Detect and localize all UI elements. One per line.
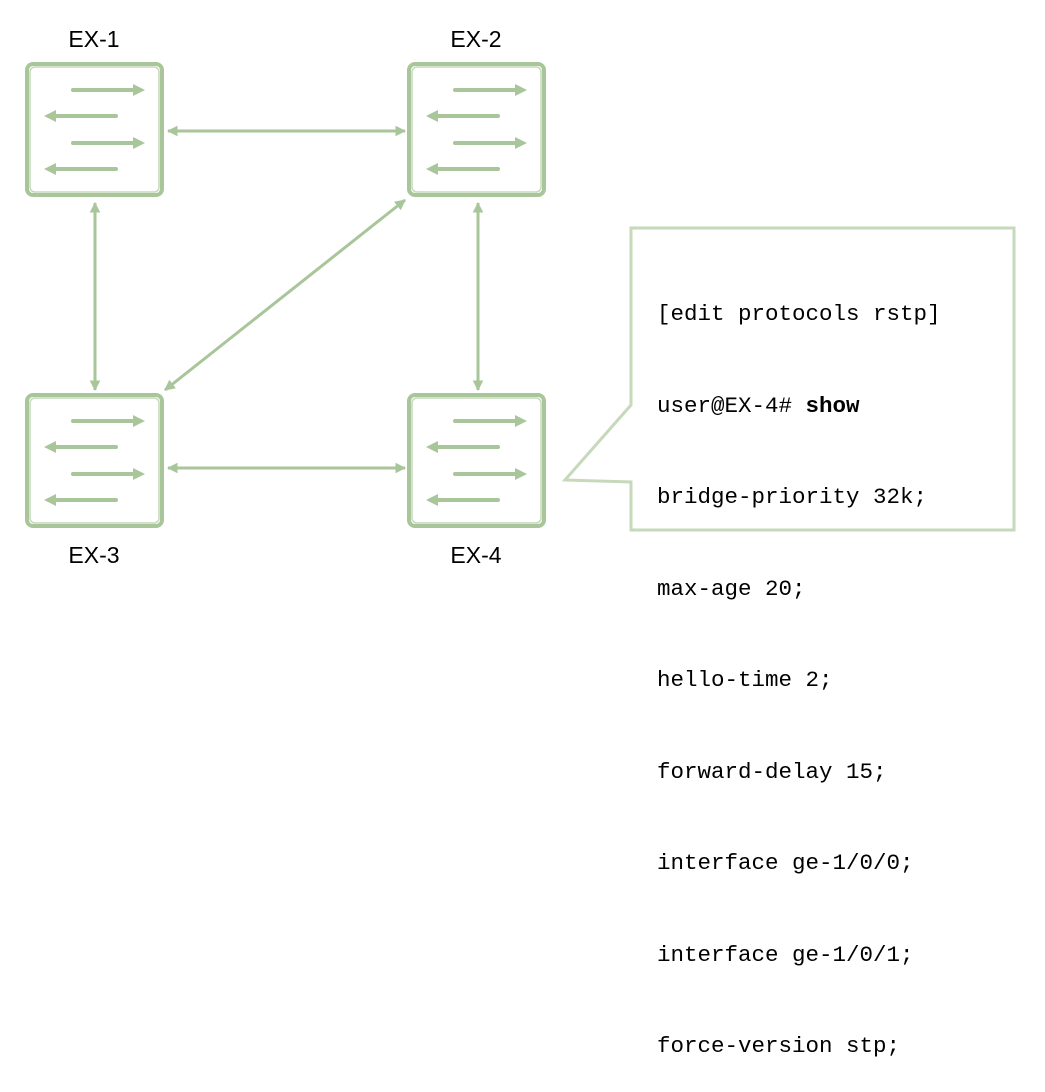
config-command-line: user@EX-4# show xyxy=(657,391,941,422)
switch-icon xyxy=(407,62,546,197)
switch-ex2 xyxy=(407,62,546,197)
switch-arrowhead xyxy=(515,415,527,427)
config-console: [edit protocols rstp] user@EX-4# show br… xyxy=(657,238,941,1092)
config-line: force-version stp; xyxy=(657,1033,901,1059)
config-line: interface ge-1/0/1; xyxy=(657,941,914,968)
switch-arrowhead xyxy=(133,468,145,480)
config-line: forward-delay 15; xyxy=(657,758,887,785)
links xyxy=(89,125,484,474)
switch-frame-inner xyxy=(29,66,160,193)
switch-frame-inner xyxy=(411,397,542,524)
switch-frame-inner xyxy=(411,66,542,193)
config-line: hello-time 2; xyxy=(657,667,833,693)
config-line: max-age 20; xyxy=(657,575,806,602)
switch-icon xyxy=(407,393,546,528)
switch-icon xyxy=(25,393,164,528)
switch-arrowhead xyxy=(426,163,438,175)
switch-arrowhead xyxy=(426,110,438,122)
switch-ex4 xyxy=(407,393,546,528)
switch-ex3 xyxy=(25,393,164,528)
switch-arrowhead xyxy=(515,137,527,149)
switch-label-ex4: EX-4 xyxy=(450,542,502,568)
switch-arrowhead xyxy=(44,163,56,175)
link-ex2-ex3 xyxy=(164,198,406,392)
switch-arrowhead xyxy=(44,110,56,122)
switch-frame-inner xyxy=(29,397,160,524)
switch-arrowhead xyxy=(426,441,438,453)
switch-arrowhead xyxy=(515,84,527,96)
switch-arrowhead xyxy=(515,468,527,480)
config-callout xyxy=(561,226,1016,532)
switch-icon xyxy=(25,62,164,197)
config-command: show xyxy=(805,392,860,419)
config-context: [edit protocols rstp] xyxy=(657,301,941,327)
network-diagram xyxy=(25,62,1016,532)
switch-arrowhead xyxy=(44,494,56,506)
switch-label-ex3: EX-3 xyxy=(68,542,120,568)
switch-frame xyxy=(407,62,546,197)
switch-arrowhead xyxy=(426,494,438,506)
switch-frame xyxy=(25,393,164,528)
switch-frame xyxy=(25,62,164,197)
switch-arrowhead xyxy=(44,441,56,453)
switch-ex1 xyxy=(25,62,164,197)
switch-arrowhead xyxy=(133,84,145,96)
config-line: interface ge-1/0/0; xyxy=(657,850,914,876)
config-prompt: user@EX-4# xyxy=(657,392,806,419)
switch-arrowhead xyxy=(133,415,145,427)
switch-label-ex1: EX-1 xyxy=(68,26,120,52)
switch-arrowhead xyxy=(133,137,145,149)
config-line: bridge-priority 32k; xyxy=(657,484,928,510)
switch-frame xyxy=(407,393,546,528)
switch-label-ex2: EX-2 xyxy=(450,26,502,52)
